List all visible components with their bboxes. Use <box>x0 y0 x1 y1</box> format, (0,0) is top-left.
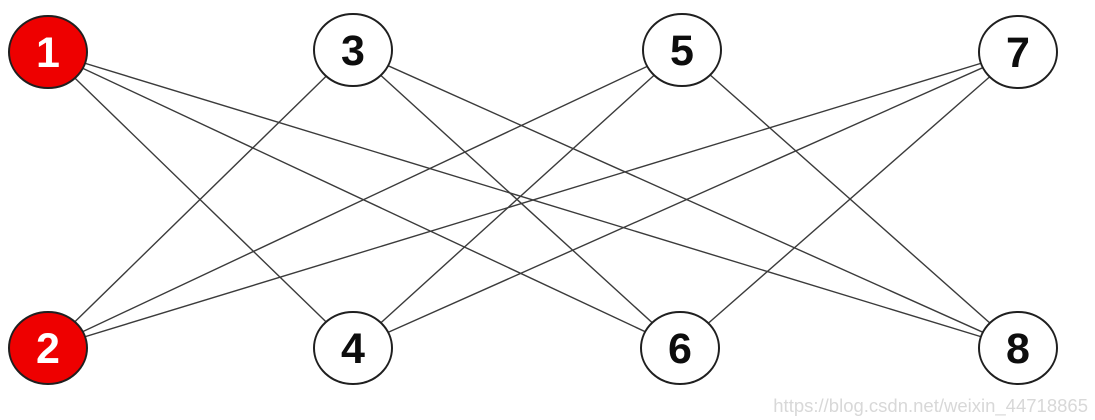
graph-node-8: 8 <box>978 311 1058 385</box>
node-label-6: 6 <box>668 325 692 373</box>
graph-edge-2-7 <box>47 51 1019 349</box>
node-circle-5 <box>642 13 722 87</box>
graph-edge-3-8 <box>352 49 1019 349</box>
node-label-2: 2 <box>36 325 60 373</box>
node-circle-3 <box>313 13 393 87</box>
node-label-3: 3 <box>341 27 365 75</box>
watermark-text: https://blog.csdn.net/weixin_44718865 <box>773 395 1088 417</box>
node-label-7: 7 <box>1006 29 1030 77</box>
node-circle-4 <box>313 311 393 385</box>
node-label-4: 4 <box>341 325 365 373</box>
graph-edge-6-7 <box>679 51 1019 349</box>
graph-node-3: 3 <box>313 13 393 87</box>
graph-edge-4-5 <box>352 49 683 349</box>
graph-node-1: 1 <box>8 15 88 89</box>
node-circle-1 <box>8 15 88 89</box>
node-circle-7 <box>978 15 1058 89</box>
node-label-8: 8 <box>1006 325 1030 373</box>
node-circle-2 <box>8 311 88 385</box>
node-layer: 1 3 5 7 2 4 6 8 <box>8 13 1058 385</box>
graph-node-4: 4 <box>313 311 393 385</box>
graph-edge-4-7 <box>352 51 1019 349</box>
edge-layer <box>47 49 1019 349</box>
graph-node-6: 6 <box>640 311 720 385</box>
graph-edge-2-5 <box>47 49 683 349</box>
graph-node-2: 2 <box>8 311 88 385</box>
graph-edge-1-4 <box>47 51 354 349</box>
graph-node-5: 5 <box>642 13 722 87</box>
node-circle-8 <box>978 311 1058 385</box>
graph-node-7: 7 <box>978 15 1058 89</box>
node-circle-6 <box>640 311 720 385</box>
node-label-5: 5 <box>670 27 694 75</box>
node-label-1: 1 <box>36 29 60 77</box>
graph-edge-2-3 <box>47 49 354 349</box>
